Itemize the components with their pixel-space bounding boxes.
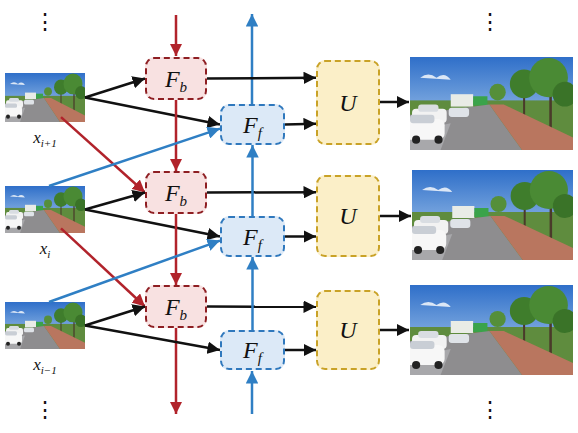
symbol-main: F [165,66,180,92]
symbol-label: Fb [165,295,187,319]
symbol-main: x [40,239,48,258]
flow-arrow [175,214,178,285]
continuation-dots: ⋮ [479,399,501,421]
symbol-subscript: b [180,79,188,95]
flow-arrow [85,326,220,351]
symbol-label: Ff [243,338,262,362]
flow-arrow [85,98,220,125]
flow-arrow [251,145,254,216]
flow-arrow [85,307,145,326]
flow-arrow [61,228,145,306]
continuation-dots: ⋮ [34,11,56,33]
flow-arrow [285,123,316,126]
symbol-main: F [243,224,258,250]
symbol-main: U [339,317,356,343]
symbol-main: F [243,112,258,138]
symbol-subscript: f [258,237,262,253]
symbol-main: x [33,355,41,374]
flow-arrow [207,77,316,80]
flow-arrow [285,349,316,352]
symbol-main: U [339,203,356,229]
flow-arrow [85,193,145,210]
backward-module: Fb [145,57,207,100]
symbol-subscript: b [180,307,188,323]
flow-arrow [61,117,145,192]
symbol-subscript: f [258,125,262,141]
continuation-dots: ⋮ [479,11,501,33]
symbol-label: Fb [165,67,187,91]
symbol-subscript: i [47,248,50,260]
symbol-main: F [243,337,258,363]
symbol-main: F [165,180,180,206]
symbol-main: x [33,128,41,147]
flow-arrow [285,235,316,238]
upsampling-module: U [316,175,380,257]
flow-arrow [207,191,316,194]
symbol-main: U [339,90,356,116]
flow-arrow [175,100,178,171]
input-frame: xi−1 [5,302,85,349]
backward-module: Fb [145,285,207,328]
forward-module: Ff [220,216,285,257]
symbol-label: Fb [165,181,187,205]
backward-module: Fb [145,171,207,214]
flow-arrow [85,79,145,98]
input-frame: xi [5,186,85,233]
continuation-dots: ⋮ [34,399,56,421]
symbol-label: U [339,91,356,115]
symbol-subscript: f [258,350,262,366]
flow-arrow [207,305,316,308]
upsampling-module: U [316,60,380,145]
symbol-label: U [339,204,356,228]
symbol-label: Ff [243,113,262,137]
symbol-label: U [339,318,356,342]
forward-module: Ff [220,330,285,370]
symbol-subscript: i+1 [41,137,57,149]
symbol-label: xi [5,240,85,257]
symbol-subscript: b [180,193,188,209]
upsampling-module: U [316,290,380,370]
symbol-main: F [165,294,180,320]
flow-arrow [251,257,254,330]
input-frame: xi+1 [5,73,85,122]
symbol-subscript: i−1 [41,364,57,376]
symbol-label: xi+1 [5,129,85,146]
forward-module: Ff [220,104,285,145]
symbol-label: Ff [243,225,262,249]
symbol-label: xi−1 [5,356,85,373]
